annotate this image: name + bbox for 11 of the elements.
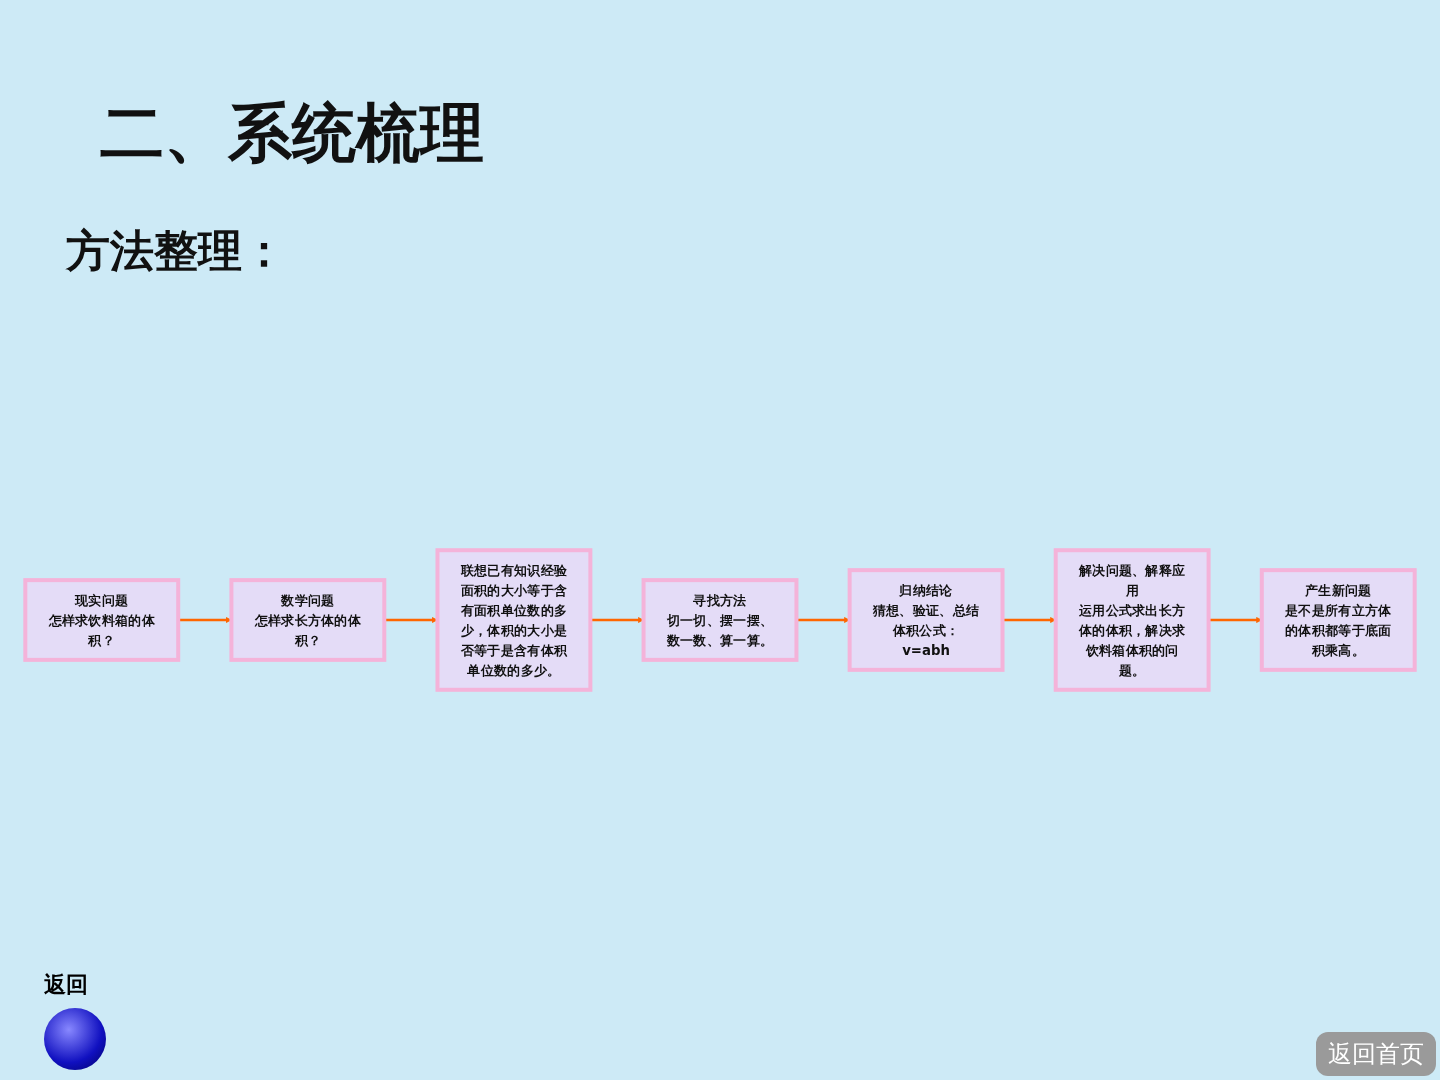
node-box: 联想已有知识经验 面积的大小等于含有面积单位数的多少，体积的大小是否等于是含有体积单位数的多少。 [435,548,593,692]
node-box: 数学问题 怎样求长方体的体积？ [229,578,387,662]
slide-title: 二、系统梳理 [100,95,484,172]
home-button: 返回首页 [1316,1032,1436,1076]
section-heading: 方法整理： [66,224,286,278]
node-box: 归纳结论 猜想、验证、总结体积公式：v=abh [847,568,1005,672]
back-link: 返回 [44,971,88,999]
node-box: 解决问题、解释应用 运用公式求出长方体的体积，解决求饮料箱体积的问题。 [1053,548,1211,692]
node-box: 现实问题 怎样求饮料箱的体积？ [23,578,181,662]
node-box: 产生新问题 是不是所有立方体的体积都等于底面积乘高。 [1259,568,1417,672]
node-box: 寻找方法 切一切、摆一摆、数一数、算一算。 [641,578,799,662]
